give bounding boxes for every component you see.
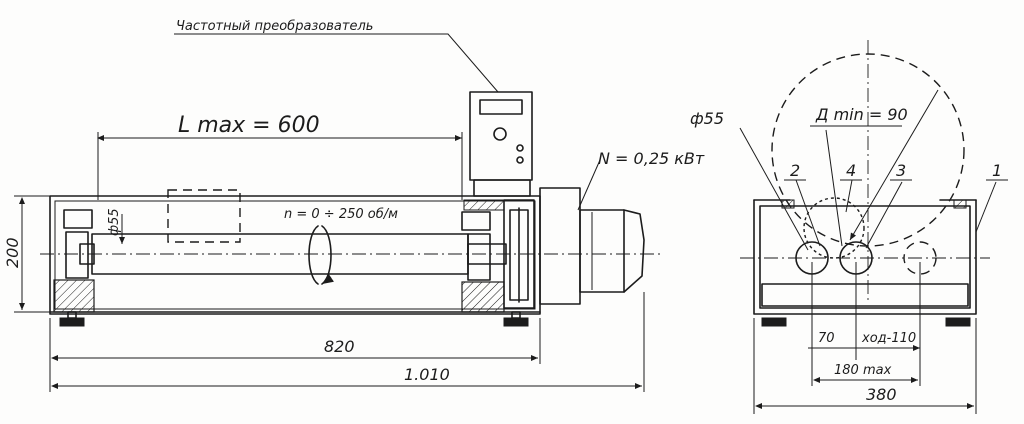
- min-workpiece-circle: [803, 197, 865, 259]
- l-max-label: L max = 600: [178, 113, 320, 138]
- position-2: 2: [790, 161, 800, 180]
- end-foot-right: [945, 317, 971, 327]
- workpiece-outline: [167, 189, 241, 243]
- converter-stand: [473, 179, 531, 197]
- converter-knob: [493, 127, 507, 141]
- bearing-right-top: [461, 211, 491, 231]
- rotation-arrow: [308, 225, 319, 285]
- converter-display: [479, 99, 523, 115]
- position-3: 3: [896, 161, 906, 180]
- label-70: 70: [818, 331, 835, 346]
- label-180: 180 max: [834, 363, 892, 378]
- phi55-label: ф55: [690, 109, 724, 128]
- bearing-left: [65, 231, 89, 279]
- bearing-left-top: [63, 209, 93, 229]
- power-leader: [577, 159, 601, 211]
- left-support-block: [53, 279, 95, 313]
- housing-inner: [54, 200, 536, 310]
- converter-label: Частотный преобразователь: [176, 19, 373, 34]
- end-housing: [753, 199, 977, 315]
- converter-leader: [174, 33, 499, 93]
- position-1: 1: [992, 161, 1002, 180]
- end-view: ф55 Д min = 90 2 4 3 1 70 ход-110 180 ma…: [690, 40, 1008, 414]
- label-380: 380: [866, 385, 897, 404]
- foot-left: [59, 317, 85, 327]
- power-label: N = 0,25 кВт: [598, 149, 705, 168]
- foot-right: [503, 317, 529, 327]
- shaft-dia-label: ф55: [107, 208, 122, 236]
- top-hatch-right: [463, 199, 505, 211]
- speed-label: n = 0 ÷ 250 об/м: [284, 207, 398, 222]
- end-foot-left: [761, 317, 787, 327]
- motor-flange: [539, 187, 581, 305]
- bearing-right: [467, 233, 491, 281]
- height-label: 200: [3, 237, 22, 268]
- label-travel: ход-110: [861, 331, 916, 346]
- dmin-label: Д min = 90: [815, 105, 908, 124]
- position-4: 4: [846, 161, 856, 180]
- label-1010: 1.010: [404, 365, 450, 384]
- motor-cap: [623, 209, 645, 293]
- end-base: [761, 283, 969, 307]
- right-support-block: [461, 281, 505, 313]
- pulley-housing: [503, 199, 535, 309]
- side-view: Частотный преобразователь N = 0,25 кВт L…: [3, 19, 705, 392]
- motor-body: [579, 209, 625, 293]
- end-housing-inner: [759, 205, 971, 309]
- label-820: 820: [324, 337, 355, 356]
